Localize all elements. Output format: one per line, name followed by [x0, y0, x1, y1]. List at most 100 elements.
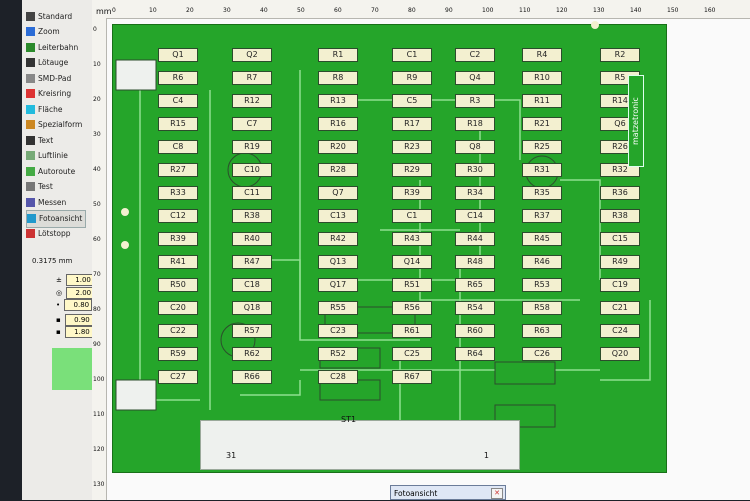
component[interactable]: R47: [232, 255, 272, 269]
param-input-3[interactable]: 0.80: [64, 299, 93, 311]
component[interactable]: R67: [392, 370, 432, 384]
component[interactable]: R15: [158, 117, 198, 131]
component[interactable]: C18: [232, 278, 272, 292]
component[interactable]: R17: [392, 117, 432, 131]
component[interactable]: R66: [232, 370, 272, 384]
component[interactable]: R50: [158, 278, 198, 292]
component[interactable]: R35: [522, 186, 562, 200]
component[interactable]: R55: [318, 301, 358, 315]
component[interactable]: R46: [522, 255, 562, 269]
component[interactable]: R61: [392, 324, 432, 338]
component[interactable]: R11: [522, 94, 562, 108]
component[interactable]: R3: [455, 94, 495, 108]
component[interactable]: Q13: [318, 255, 358, 269]
component[interactable]: R53: [522, 278, 562, 292]
component[interactable]: R39: [158, 232, 198, 246]
component[interactable]: Q4: [455, 71, 495, 85]
component[interactable]: R40: [232, 232, 272, 246]
pcb-board[interactable]: [112, 24, 667, 473]
close-icon[interactable]: ✕: [491, 488, 503, 499]
component[interactable]: R60: [455, 324, 495, 338]
component[interactable]: R37: [522, 209, 562, 223]
component[interactable]: R59: [158, 347, 198, 361]
tool-11[interactable]: Test: [26, 179, 53, 195]
component[interactable]: R29: [392, 163, 432, 177]
component[interactable]: R36: [600, 186, 640, 200]
component[interactable]: R65: [455, 278, 495, 292]
component[interactable]: R4: [522, 48, 562, 62]
component[interactable]: C19: [600, 278, 640, 292]
component[interactable]: Q20: [600, 347, 640, 361]
tool-5[interactable]: Kreisring: [26, 86, 71, 102]
tool-9[interactable]: Luftlinie: [26, 148, 68, 164]
component[interactable]: C11: [232, 186, 272, 200]
component[interactable]: C28: [318, 370, 358, 384]
component[interactable]: R43: [392, 232, 432, 246]
component[interactable]: C26: [522, 347, 562, 361]
tool-0[interactable]: Standard: [26, 8, 72, 24]
component[interactable]: R41: [158, 255, 198, 269]
component[interactable]: C21: [600, 301, 640, 315]
component[interactable]: R31: [522, 163, 562, 177]
component[interactable]: Q8: [455, 140, 495, 154]
component[interactable]: Q1: [158, 48, 198, 62]
tool-1[interactable]: Zoom: [26, 24, 60, 40]
tool-4[interactable]: SMD-Pad: [26, 70, 71, 86]
component[interactable]: R27: [158, 163, 198, 177]
component[interactable]: C1: [392, 209, 432, 223]
component[interactable]: R64: [455, 347, 495, 361]
component[interactable]: R18: [455, 117, 495, 131]
component[interactable]: C23: [318, 324, 358, 338]
component[interactable]: C20: [158, 301, 198, 315]
component[interactable]: R38: [232, 209, 272, 223]
component[interactable]: R33: [158, 186, 198, 200]
component[interactable]: R44: [455, 232, 495, 246]
param-input-4[interactable]: 0.90: [64, 314, 93, 326]
tool-8[interactable]: Text: [26, 132, 53, 148]
component[interactable]: R57: [232, 324, 272, 338]
component[interactable]: R19: [232, 140, 272, 154]
component[interactable]: R25: [522, 140, 562, 154]
component[interactable]: C2: [455, 48, 495, 62]
component[interactable]: R54: [455, 301, 495, 315]
tool-6[interactable]: Fläche: [26, 101, 63, 117]
tool-3[interactable]: Lötauge: [26, 55, 68, 71]
component[interactable]: R45: [522, 232, 562, 246]
component[interactable]: R38: [600, 209, 640, 223]
component[interactable]: C10: [232, 163, 272, 177]
tool-12[interactable]: Messen: [26, 194, 66, 210]
component[interactable]: R23: [392, 140, 432, 154]
component[interactable]: R51: [392, 278, 432, 292]
component[interactable]: R34: [455, 186, 495, 200]
component[interactable]: C5: [392, 94, 432, 108]
component[interactable]: R49: [600, 255, 640, 269]
tool-2[interactable]: Leiterbahn: [26, 39, 78, 55]
component[interactable]: R62: [232, 347, 272, 361]
component[interactable]: R8: [318, 71, 358, 85]
component[interactable]: Q18: [232, 301, 272, 315]
component[interactable]: R6: [158, 71, 198, 85]
component[interactable]: R63: [522, 324, 562, 338]
component[interactable]: C25: [392, 347, 432, 361]
component[interactable]: R39: [392, 186, 432, 200]
component[interactable]: C24: [600, 324, 640, 338]
component[interactable]: Q7: [318, 186, 358, 200]
component[interactable]: C27: [158, 370, 198, 384]
component[interactable]: R10: [522, 71, 562, 85]
component[interactable]: R56: [392, 301, 432, 315]
component[interactable]: Q17: [318, 278, 358, 292]
component[interactable]: C4: [158, 94, 198, 108]
component[interactable]: R12: [232, 94, 272, 108]
component[interactable]: R2: [600, 48, 640, 62]
component[interactable]: R58: [522, 301, 562, 315]
component[interactable]: R42: [318, 232, 358, 246]
component[interactable]: R9: [392, 71, 432, 85]
component[interactable]: C22: [158, 324, 198, 338]
component[interactable]: R48: [455, 255, 495, 269]
component[interactable]: C7: [232, 117, 272, 131]
component[interactable]: R30: [455, 163, 495, 177]
component[interactable]: R20: [318, 140, 358, 154]
component[interactable]: R28: [318, 163, 358, 177]
component[interactable]: C1: [392, 48, 432, 62]
component[interactable]: C13: [318, 209, 358, 223]
